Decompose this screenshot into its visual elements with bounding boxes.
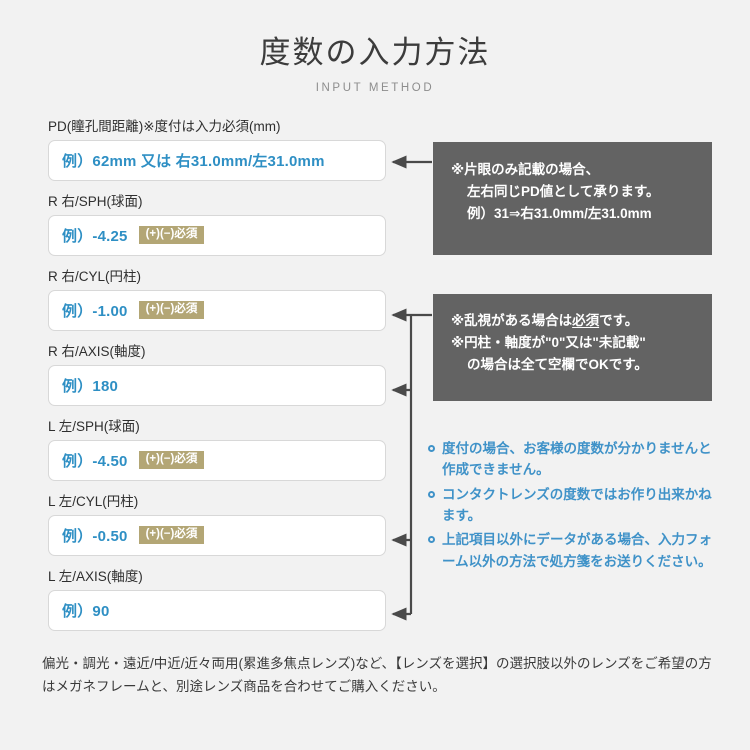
circle-bullet-icon (428, 445, 435, 452)
left-sph-input[interactable]: 例）-4.50 (+)(−)必須 (48, 439, 386, 481)
left-cyl-placeholder: 例）-0.50 (62, 527, 128, 545)
field-left-cyl: L 左/CYL(円柱) 例）-0.50 (+)(−)必須 (48, 495, 386, 556)
right-sph-input[interactable]: 例）-4.25 (+)(−)必須 (48, 214, 386, 256)
footer-note: 偏光・調光・遠近/中近/近々両用(累進多焦点レンズ)など、【レンズを選択】の選択… (42, 656, 712, 695)
pd-placeholder: 例）62mm 又は 右31.0mm/左31.0mm (62, 152, 325, 170)
notes-list: 度付の場合、お客様の度数が分かりませんと作成できません。 コンタクトレンズの度数… (428, 438, 718, 575)
note-text: コンタクトレンズの度数ではお作り出来かねます。 (442, 486, 712, 523)
left-axis-placeholder: 例）90 (62, 602, 110, 620)
left-sph-placeholder: 例）-4.50 (62, 452, 128, 470)
page-subtitle: INPUT METHOD (315, 81, 435, 94)
field-right-sph: R 右/SPH(球面) 例）-4.25 (+)(−)必須 (48, 195, 386, 256)
callout-astig-line-3: の場合は全て空欄でOKです。 (467, 356, 648, 372)
note-text: 度付の場合、お客様の度数が分かりませんと作成できません。 (442, 441, 712, 478)
left-cyl-input[interactable]: 例）-0.50 (+)(−)必須 (48, 514, 386, 556)
right-sph-placeholder: 例）-4.25 (62, 227, 128, 245)
right-cyl-input[interactable]: 例）-1.00 (+)(−)必須 (48, 289, 386, 331)
list-item: コンタクトレンズの度数ではお作り出来かねます。 (428, 484, 718, 527)
field-right-axis-label: R 右/AXIS(軸度) (48, 344, 146, 359)
field-left-axis: L 左/AXIS(軸度) 例）90 (48, 570, 386, 631)
field-left-sph: L 左/SPH(球面) 例）-4.50 (+)(−)必須 (48, 420, 386, 481)
field-left-cyl-label: L 左/CYL(円柱) (48, 494, 139, 509)
callout-pd-line-1: ※片眼のみ記載の場合、 (451, 162, 600, 177)
circle-bullet-icon (428, 490, 435, 498)
field-right-cyl-label: R 右/CYL(円柱) (48, 269, 142, 284)
left-axis-input[interactable]: 例）90 (48, 589, 386, 631)
field-pd: PD(瞳孔間距離)※度付は入力必須(mm) 例）62mm 又は 右31.0mm/… (48, 120, 386, 181)
callout-astig-line-2: ※円柱・軸度が"0"又は"未記載" (451, 334, 646, 350)
left-cyl-required-badge: (+)(−)必須 (138, 525, 205, 545)
left-sph-required-badge: (+)(−)必須 (138, 450, 205, 470)
callout-astig-line-1-post: です。 (599, 313, 639, 328)
page-title: 度数の入力方法 (259, 35, 491, 70)
callout-pd-note: ※片眼のみ記載の場合、 左右同じPD値として承ります。 例）31⇒右31.0mm… (433, 142, 712, 255)
right-sph-required-badge: (+)(−)必須 (138, 225, 205, 245)
list-item: 上記項目以外にデータがある場合、入力フォーム以外の方法で処方箋をお送りください。 (428, 529, 718, 572)
list-item: 度付の場合、お客様の度数が分かりませんと作成できません。 (428, 438, 718, 481)
callout-pd-line-3: 例）31⇒右31.0mm/左31.0mm (467, 205, 652, 221)
field-pd-label: PD(瞳孔間距離)※度付は入力必須(mm) (48, 119, 281, 134)
right-axis-placeholder: 例）180 (62, 377, 119, 395)
field-left-sph-label: L 左/SPH(球面) (48, 419, 140, 434)
callout-pd-line-2: 左右同じPD値として承ります。 (467, 183, 660, 199)
page-header: 度数の入力方法 INPUT METHOD (0, 34, 750, 94)
callout-astigmatism-note: ※乱視がある場合は必須です。 ※円柱・軸度が"0"又は"未記載" の場合は全て空… (433, 294, 712, 401)
field-left-axis-label: L 左/AXIS(軸度) (48, 569, 143, 584)
note-text: 上記項目以外にデータがある場合、入力フォーム以外の方法で処方箋をお送りください。 (442, 532, 712, 569)
right-cyl-placeholder: 例）-1.00 (62, 302, 128, 320)
right-axis-input[interactable]: 例）180 (48, 364, 386, 406)
circle-bullet-icon (428, 536, 435, 544)
field-right-sph-label: R 右/SPH(球面) (48, 194, 143, 209)
callout-astig-line-1: ※乱視がある場合は必須です。 (451, 310, 712, 332)
field-right-cyl: R 右/CYL(円柱) 例）-1.00 (+)(−)必須 (48, 270, 386, 331)
callout-astig-line-1-pre: ※乱視がある場合は (451, 313, 573, 328)
field-right-axis: R 右/AXIS(軸度) 例）180 (48, 345, 386, 406)
right-cyl-required-badge: (+)(−)必須 (138, 300, 205, 320)
callout-astig-required-underline: 必須 (572, 313, 600, 328)
pd-input[interactable]: 例）62mm 又は 右31.0mm/左31.0mm (48, 139, 386, 181)
